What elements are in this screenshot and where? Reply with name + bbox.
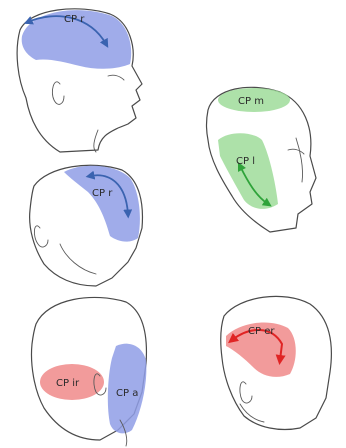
label-cp-r-1: CP r (64, 14, 85, 25)
panel-5-head-back-lower: CP er (221, 296, 332, 429)
panel-4-head-three-quarter: CP ir CP a (32, 297, 147, 446)
panel-3-head-front: CP r (30, 165, 143, 286)
label-cp-l: CP l (236, 156, 255, 167)
panel-1-head-side: CP r (17, 9, 142, 152)
label-cp-ir: CP ir (56, 378, 80, 389)
label-cp-r-2: CP r (92, 188, 113, 199)
label-cp-m: CP m (238, 96, 264, 107)
label-cp-er: CP er (248, 326, 275, 337)
label-cp-a: CP a (116, 388, 138, 399)
panel-2-head-back: CP m CP l (207, 87, 317, 232)
